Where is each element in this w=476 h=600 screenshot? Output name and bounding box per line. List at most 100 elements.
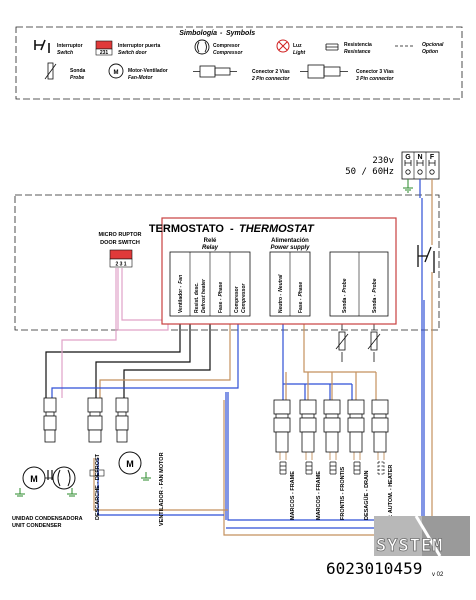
condensing-unit-label-en: UNIT CONDENSER bbox=[12, 523, 62, 529]
resistance-icon bbox=[89, 469, 105, 477]
legend-connector2-en: 2 Pin connector bbox=[251, 76, 291, 82]
light-symbol-icon bbox=[276, 39, 290, 53]
legend-resistance-en: Resistance bbox=[344, 49, 371, 55]
relay-label-en: Relay bbox=[202, 245, 219, 251]
legend-connector2-es: Conector 2 Vías bbox=[252, 69, 290, 75]
legend-fan-motor-es: Motor-Ventilador bbox=[128, 68, 168, 74]
resistance-symbol-icon bbox=[325, 43, 339, 51]
heater-label-drain: DESAGÜE - DRAIN bbox=[363, 470, 370, 520]
door-switch-label-es: MICRO RUPTOR bbox=[99, 232, 142, 238]
svg-text:231: 231 bbox=[100, 50, 109, 56]
probe-symbol-icon bbox=[44, 62, 57, 80]
thermostat-title-en: THERMOSTAT bbox=[239, 223, 315, 235]
svg-text:-: - bbox=[230, 223, 234, 235]
defrost-label: DESCARCHE - DEFROST bbox=[95, 453, 101, 520]
connector-2-pin-symbol-icon bbox=[193, 65, 237, 78]
connector-heater-4 bbox=[347, 399, 365, 453]
door-switch-label-en: DOOR SWITCH bbox=[100, 240, 140, 246]
supply-label-en: Power supply bbox=[270, 245, 310, 251]
legend-light-en: Light bbox=[293, 50, 306, 56]
evaporator-fan: M VENTILADOR - FAN MOTOR bbox=[118, 451, 165, 526]
resistance-icon bbox=[329, 461, 337, 475]
compressor-symbol-icon bbox=[194, 39, 210, 55]
main-switch-icon bbox=[417, 245, 435, 273]
svg-text:Compressor: Compressor bbox=[241, 282, 247, 313]
resistance-icon bbox=[353, 461, 361, 475]
connector-defrost bbox=[87, 397, 103, 443]
svg-text:M: M bbox=[30, 474, 38, 484]
relay-term-phase: Fase - bbox=[218, 298, 224, 313]
connector-condensing-unit bbox=[43, 397, 57, 443]
svg-text:Fase -Phase: Fase -Phase bbox=[218, 282, 224, 313]
probe-sensors bbox=[335, 331, 381, 351]
thermostat-title: TERMOSTATO bbox=[149, 223, 225, 235]
resistance-icon bbox=[377, 461, 385, 475]
probe-term-2: Sonda - bbox=[372, 294, 378, 313]
legend-switch-es: Interruptor bbox=[57, 43, 83, 49]
svg-text:Defrost heater: Defrost heater bbox=[201, 278, 207, 313]
heater-label-frame-2: MARCOS - FRAME bbox=[316, 471, 322, 520]
resistance-icon bbox=[279, 461, 287, 475]
legend-switch-en: Switch bbox=[57, 50, 73, 56]
condensing-unit: M UNIDAD CONDENSADORA UNIT CONDENSER bbox=[12, 466, 83, 529]
supply-label: Alimentación bbox=[271, 238, 309, 244]
door-switch-pins: 2 3 1 bbox=[115, 262, 126, 268]
legend-resistance-es: Resistencia bbox=[344, 42, 372, 48]
supply-term-phase: Fase - bbox=[298, 298, 304, 313]
heater-label-evap: EVAP. AUTOM. - HEATER bbox=[388, 465, 394, 530]
svg-text:Neutro -Neutral: Neutro -Neutral bbox=[278, 274, 284, 313]
ground-icon bbox=[15, 488, 77, 497]
svg-text:Ventilador -Fan: Ventilador -Fan bbox=[178, 275, 184, 313]
legend-probe-es: Sonda bbox=[70, 68, 85, 74]
symbols-legend: Simbología - Symbols Interruptor Switch … bbox=[15, 26, 463, 100]
terminal-f: F bbox=[430, 154, 435, 161]
cabinet-outline bbox=[14, 194, 440, 331]
condensing-unit-label-es: UNIDAD CONDENSADORA bbox=[12, 516, 83, 522]
legend-option-es: Opcional bbox=[422, 42, 444, 48]
compressor-icon bbox=[52, 466, 76, 490]
probe-term-1: Sonda - bbox=[342, 294, 348, 313]
switch-symbol-icon bbox=[34, 39, 50, 53]
relay-label: Relé bbox=[204, 238, 217, 244]
legend-door-switch-en: Switch door bbox=[118, 50, 148, 56]
connectors bbox=[43, 397, 389, 453]
fan-motor-label: VENTILADOR - FAN MOTOR bbox=[159, 452, 165, 526]
legend-connector3-en: 3 Pin connector bbox=[356, 76, 395, 82]
ground-icon bbox=[141, 472, 151, 481]
thermostat: TERMOSTATO - THERMOSTAT Relé Relay Alime… bbox=[149, 217, 397, 325]
svg-text:-: - bbox=[220, 30, 223, 37]
terminal-g: G bbox=[405, 154, 411, 161]
version-label: v 02 bbox=[432, 572, 444, 578]
legend-connector3-es: Conector 3 Vías bbox=[356, 69, 394, 75]
power-supply: 230v 50 / 60Hz G N F bbox=[345, 151, 440, 193]
supply-frequency: 50 / 60Hz bbox=[345, 167, 394, 177]
resistance-icon bbox=[305, 461, 313, 475]
legend-compressor-en: Compressor bbox=[213, 50, 244, 56]
svg-text:M: M bbox=[126, 459, 134, 469]
terminal-n: N bbox=[417, 154, 422, 161]
heater-label-frame-1: MARCOS - FRAME bbox=[290, 471, 296, 520]
legend-title: Simbología bbox=[179, 30, 217, 37]
relay-term-defrost: Resist. desc. bbox=[194, 282, 200, 313]
connector-heater-1 bbox=[273, 399, 291, 453]
legend-probe-en: Probe bbox=[70, 75, 84, 81]
svg-text:M: M bbox=[114, 70, 119, 76]
fan-motor-icon bbox=[118, 451, 142, 475]
svg-text:Compresor: Compresor bbox=[234, 286, 240, 313]
legend-door-switch-es: Interruptor puerta bbox=[118, 43, 160, 49]
connector-3-pin-symbol-icon bbox=[300, 64, 348, 79]
legend-title-en: Symbols bbox=[226, 30, 255, 37]
thermostat-box bbox=[161, 217, 397, 325]
ground-icon bbox=[403, 179, 413, 193]
svg-text:Fase -Phase: Fase -Phase bbox=[298, 282, 304, 313]
legend-fan-motor-en: Fan-Motor bbox=[128, 75, 153, 81]
heater-resistors bbox=[279, 461, 385, 475]
probe-icon bbox=[338, 331, 346, 351]
door-switch-symbol-icon: 231 bbox=[95, 40, 113, 56]
svg-text:Sonda -Probe: Sonda -Probe bbox=[342, 278, 348, 313]
supply-term-neutral: Neutro - bbox=[278, 294, 284, 314]
relay-term-compressor: Compresor bbox=[234, 286, 240, 313]
heater-label-frontis: FRONTIS - FRONTIS bbox=[340, 467, 346, 520]
legend-option-en: Option bbox=[422, 49, 438, 55]
